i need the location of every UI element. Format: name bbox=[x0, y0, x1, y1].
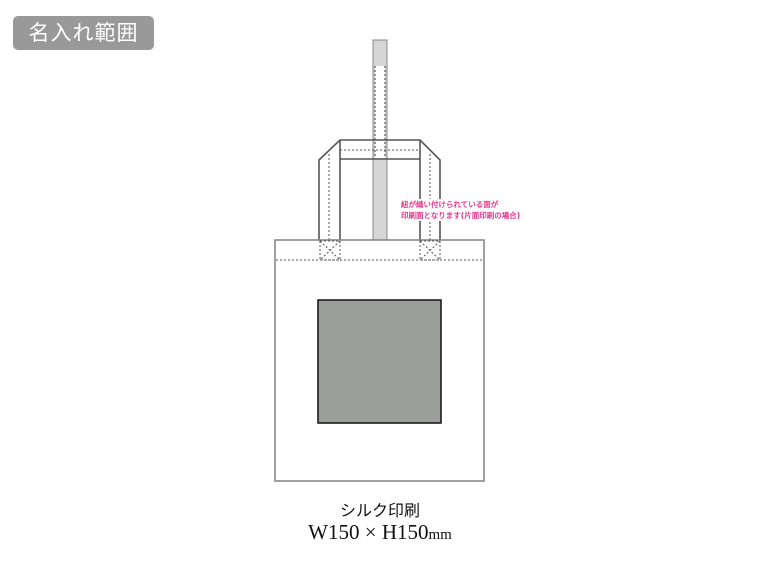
note-line-1: 紐が縫い付けられている面が bbox=[401, 200, 499, 209]
handle-stitches bbox=[328, 149, 431, 241]
print-side-note: 紐が縫い付けられている面が 印刷面となります(片面印刷の場合) bbox=[401, 199, 521, 221]
print-size-label: W150 × H150mm bbox=[0, 520, 760, 545]
print-size-unit: mm bbox=[428, 527, 452, 543]
handle-attachment-right bbox=[419, 240, 441, 261]
note-line-2: 印刷面となります(片面印刷の場合) bbox=[401, 211, 521, 220]
handle-attachment-left bbox=[319, 240, 341, 261]
center-strap bbox=[372, 39, 388, 246]
print-method-label: シルク印刷 bbox=[339, 501, 420, 520]
print-size-value: W150 × H150 bbox=[308, 520, 429, 544]
print-area bbox=[317, 299, 442, 424]
handles bbox=[318, 139, 441, 241]
print-area-badge: 名入れ範囲 bbox=[13, 16, 154, 50]
